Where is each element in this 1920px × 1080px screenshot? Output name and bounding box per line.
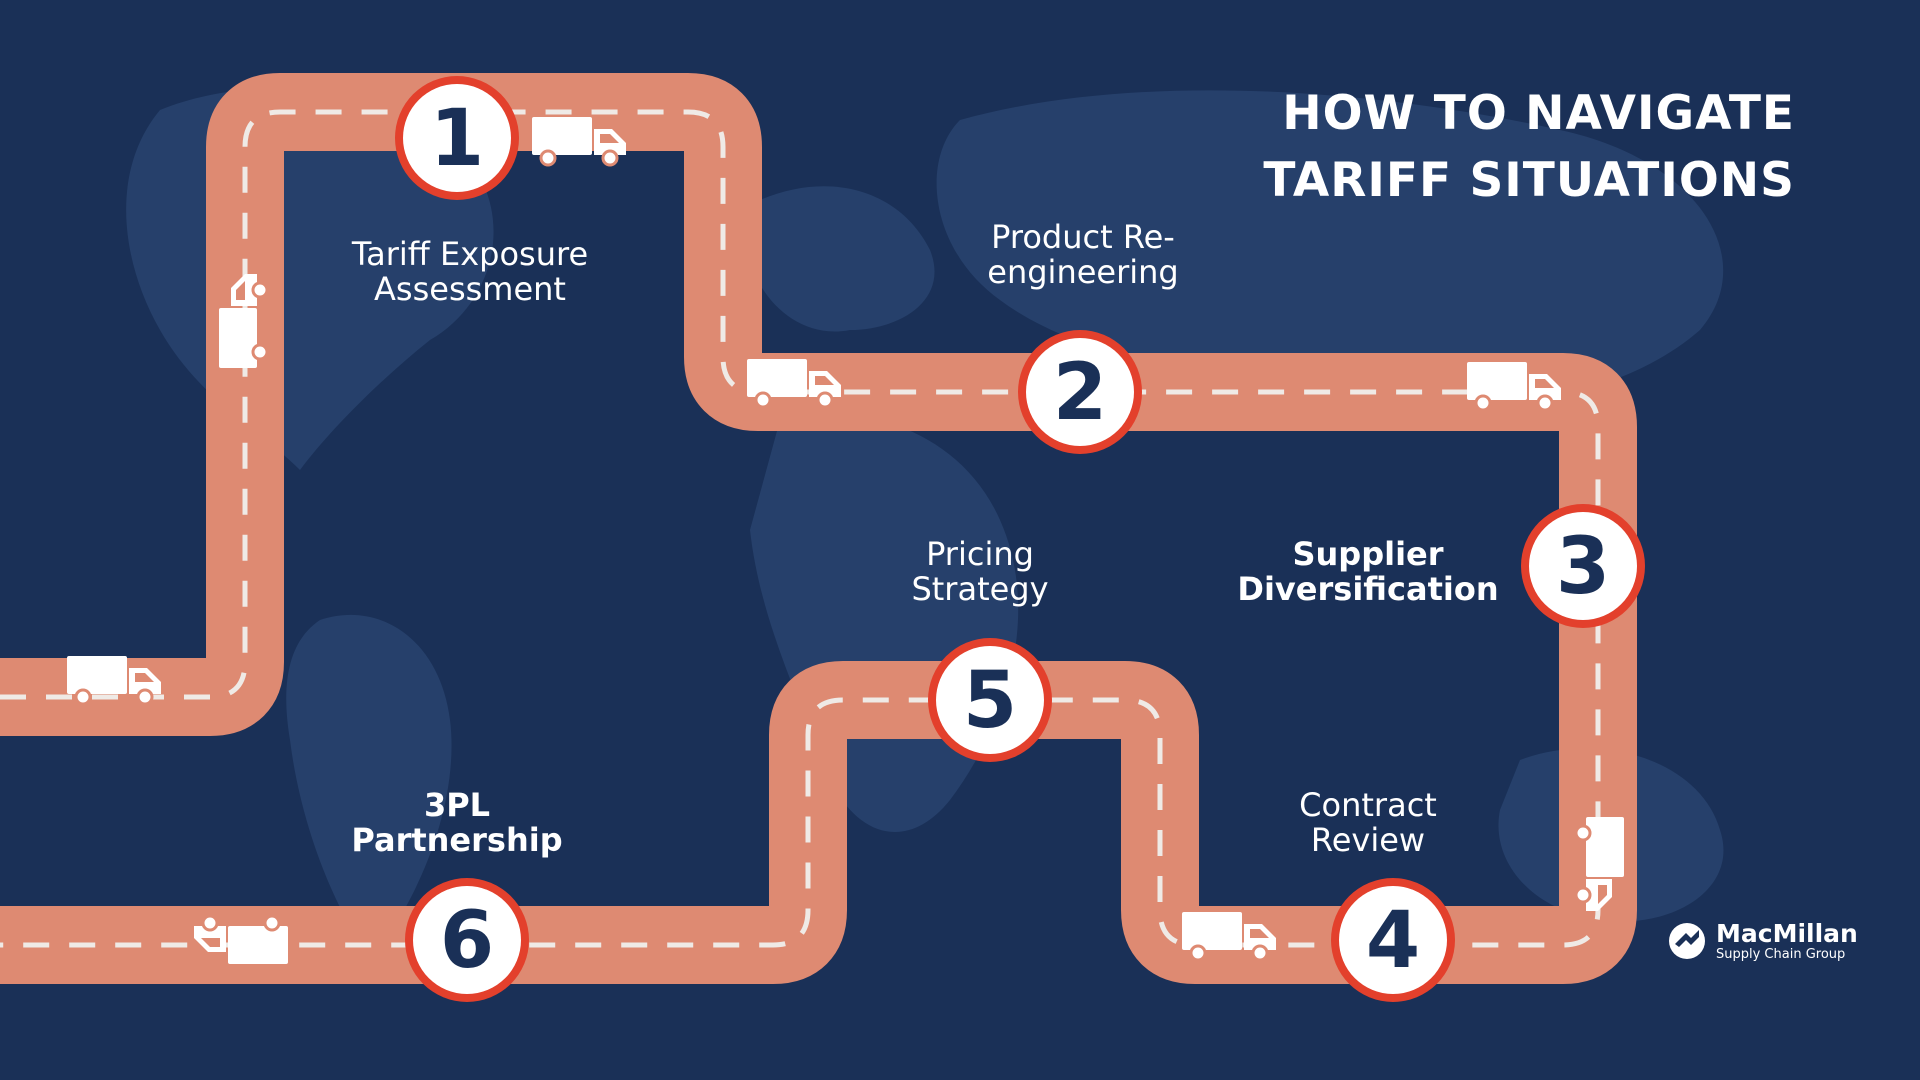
step-4-badge-face [1339, 886, 1447, 994]
step-1-label: Tariff Exposure Assessment [352, 237, 588, 307]
step-3-label-line-1: Supplier [1292, 535, 1444, 573]
truck-icon [67, 656, 161, 706]
step-badges: 1 2 3 4 5 6 [395, 76, 1645, 1002]
step-2-label: Product Re- engineering [987, 220, 1178, 290]
truck-icon [219, 274, 269, 368]
macmillan-logo-icon [1669, 923, 1705, 959]
page-title-line-1: HOW TO NAVIGATE [1282, 86, 1795, 141]
step-2-badge-face [1026, 338, 1134, 446]
step-3-badge: 3 [1521, 504, 1645, 628]
step-3-number: 3 [1556, 522, 1610, 612]
step-2-label-line-2: engineering [987, 253, 1179, 291]
step-6-label-line-1: 3PL [423, 786, 491, 824]
step-5-label-line-1: Pricing [926, 535, 1034, 573]
step-1-badge: 1 [395, 76, 519, 200]
truck-icon [747, 359, 841, 409]
step-6-label: 3PL Partnership [351, 788, 562, 858]
truck-icon [1467, 362, 1561, 412]
step-6-badge-face [413, 886, 521, 994]
step-3-label-line-2: Diversification [1237, 570, 1499, 608]
step-1-label-line-1: Tariff Exposure [351, 235, 589, 273]
step-4-label-line-1: Contract [1299, 786, 1437, 824]
truck-icon [1574, 817, 1624, 911]
step-5-badge-face [936, 646, 1044, 754]
step-5-number: 5 [963, 656, 1017, 746]
step-2-number: 2 [1053, 348, 1107, 438]
step-4-badge: 4 [1331, 878, 1455, 1002]
step-6-badge: 6 [405, 878, 529, 1002]
step-6-number: 6 [440, 896, 494, 986]
truck-icon [532, 117, 626, 167]
truck-icon [194, 914, 288, 964]
step-5-label: Pricing Strategy [911, 537, 1048, 607]
page-title-line-2: TARIFF SITUATIONS [1263, 153, 1795, 208]
logo-tagline: Supply Chain Group [1716, 946, 1846, 962]
step-3-label: Supplier Diversification [1237, 537, 1498, 607]
step-3-badge-face [1529, 512, 1637, 620]
road-center-dashes [0, 109, 1601, 948]
step-2-label-line-1: Product Re- [991, 218, 1175, 256]
step-5-label-line-2: Strategy [911, 570, 1049, 608]
step-4-number: 4 [1366, 896, 1420, 986]
step-1-badge-face [403, 84, 511, 192]
step-1-number: 1 [430, 94, 484, 184]
logo-name: MacMillan [1716, 918, 1858, 948]
page-title: HOW TO NAVIGATE TARIFF SITUATIONS [1175, 80, 1795, 214]
company-logo: MacMillan Supply Chain Group [1666, 916, 1881, 966]
step-4-label: Contract Review [1299, 788, 1437, 858]
step-4-label-line-2: Review [1310, 821, 1426, 859]
trucks-layer [67, 117, 1624, 964]
step-1-label-line-2: Assessment [374, 270, 566, 308]
truck-icon [1182, 912, 1276, 962]
step-2-badge: 2 [1018, 330, 1142, 454]
step-6-label-line-2: Partnership [351, 821, 563, 859]
step-5-badge: 5 [928, 638, 1052, 762]
